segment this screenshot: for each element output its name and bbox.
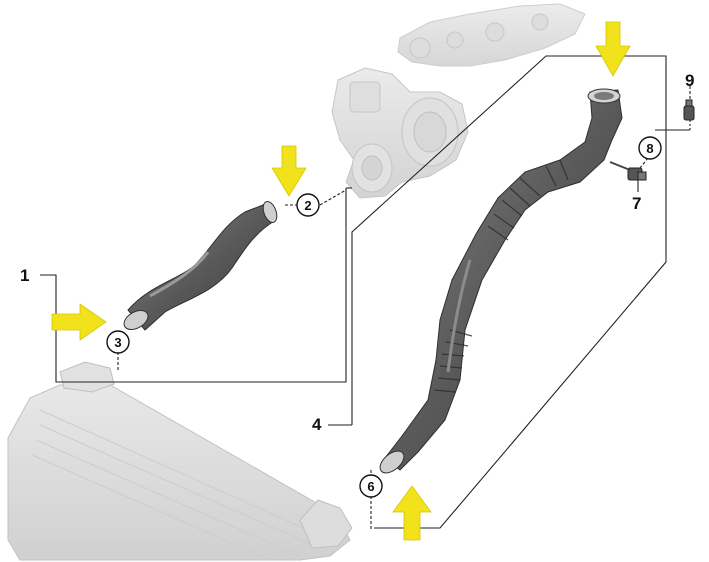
charge-pipe-upper-left: [123, 200, 278, 331]
callout-8: 8: [646, 141, 653, 156]
callout-7: 7: [632, 194, 641, 213]
charge-pipe-long-right: [379, 88, 623, 474]
flow-arrows: [51, 21, 631, 541]
sensor-assembly: [609, 99, 695, 181]
turbo-manifold-ghost: [397, 3, 586, 67]
arrow-down-icon: [595, 21, 631, 77]
callout-4: 4: [312, 415, 322, 434]
callout-labels: 1 2 3 4 6 7 8 9: [20, 71, 694, 498]
callout-1: 1: [20, 266, 29, 285]
intercooler-ghost: [7, 361, 353, 561]
callout-3: 3: [114, 335, 121, 350]
callout-2: 2: [304, 198, 311, 213]
callout-6: 6: [367, 479, 374, 494]
callout-9: 9: [685, 71, 694, 90]
arrow-right-icon: [51, 303, 107, 341]
arrow-up-icon: [392, 485, 432, 541]
arrow-down-icon: [271, 145, 307, 197]
turbocharger-ghost: [331, 67, 469, 199]
